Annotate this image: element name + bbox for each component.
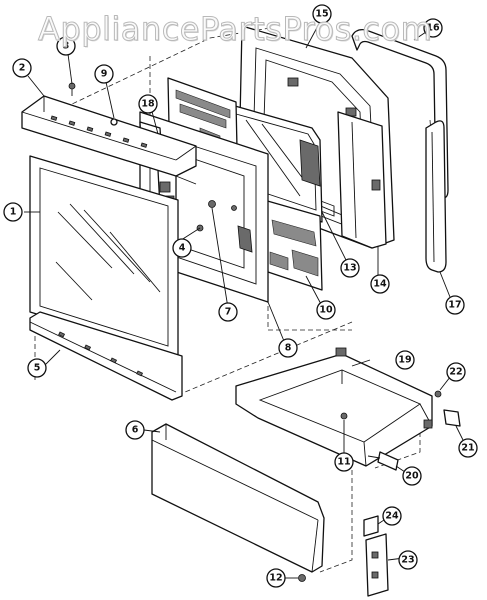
callout-23: 23 — [398, 550, 418, 570]
svg-text:3: 3 — [63, 41, 70, 52]
callout-16: 16 — [423, 18, 443, 38]
callout-11: 11 — [334, 452, 354, 472]
svg-text:22: 22 — [449, 367, 462, 378]
svg-text:12: 12 — [269, 573, 282, 584]
drawer-screw — [434, 390, 442, 398]
svg-text:24: 24 — [385, 511, 399, 522]
callout-2: 2 — [12, 58, 32, 78]
svg-text:21: 21 — [461, 443, 474, 454]
svg-text:13: 13 — [343, 263, 356, 274]
svg-text:8: 8 — [285, 343, 292, 354]
callouts: 1 2 3 4 5 6 7 8 9 10 11 12 13 14 15 16 1… — [3, 4, 478, 588]
callout-5: 5 — [27, 358, 47, 378]
svg-text:20: 20 — [405, 471, 419, 482]
svg-text:11: 11 — [337, 457, 350, 468]
drawer-front-screw — [298, 574, 306, 582]
callout-13: 13 — [340, 258, 360, 278]
door-frame — [337, 111, 387, 249]
svg-text:6: 6 — [132, 425, 139, 436]
callout-7: 7 — [218, 302, 238, 322]
callout-19: 19 — [395, 350, 415, 370]
storage-drawer — [235, 347, 433, 467]
callout-22: 22 — [446, 362, 466, 382]
door-clip — [110, 118, 118, 126]
svg-text:14: 14 — [373, 279, 387, 290]
trim-slots — [50, 115, 148, 148]
svg-text:19: 19 — [398, 355, 411, 366]
callout-21: 21 — [458, 438, 478, 458]
door-bottom-trim — [29, 311, 183, 401]
svg-text:5: 5 — [34, 363, 41, 374]
svg-text:15: 15 — [315, 9, 328, 20]
svg-text:9: 9 — [101, 69, 108, 80]
svg-text:17: 17 — [448, 300, 461, 311]
callout-8: 8 — [278, 338, 298, 358]
svg-text:23: 23 — [401, 555, 414, 566]
svg-text:16: 16 — [426, 23, 440, 34]
svg-text:1: 1 — [10, 207, 17, 218]
callout-20: 20 — [402, 466, 422, 486]
fasteners — [196, 200, 237, 232]
door-side-trim — [425, 120, 447, 273]
callout-12: 12 — [266, 568, 286, 588]
callout-18: 18 — [138, 94, 158, 114]
drawer-front-panel — [151, 423, 325, 573]
callout-9: 9 — [94, 64, 114, 84]
callout-6: 6 — [125, 420, 145, 440]
drawer-fastener — [340, 412, 348, 420]
callout-14: 14 — [370, 274, 390, 294]
callout-1: 1 — [3, 202, 23, 222]
callout-17: 17 — [445, 295, 465, 315]
drawer-stop — [443, 409, 461, 427]
callout-10: 10 — [316, 300, 336, 320]
svg-text:4: 4 — [179, 243, 186, 254]
callout-15: 15 — [312, 4, 332, 24]
callout-24: 24 — [382, 506, 402, 526]
svg-text:18: 18 — [141, 99, 155, 110]
svg-text:2: 2 — [19, 63, 26, 74]
svg-text:7: 7 — [225, 307, 232, 318]
side-spacers — [363, 515, 389, 597]
screw — [68, 82, 76, 96]
callout-4: 4 — [172, 238, 192, 258]
callout-3: 3 — [56, 36, 76, 56]
drawer-roller — [367, 451, 399, 471]
svg-text:10: 10 — [319, 305, 333, 316]
